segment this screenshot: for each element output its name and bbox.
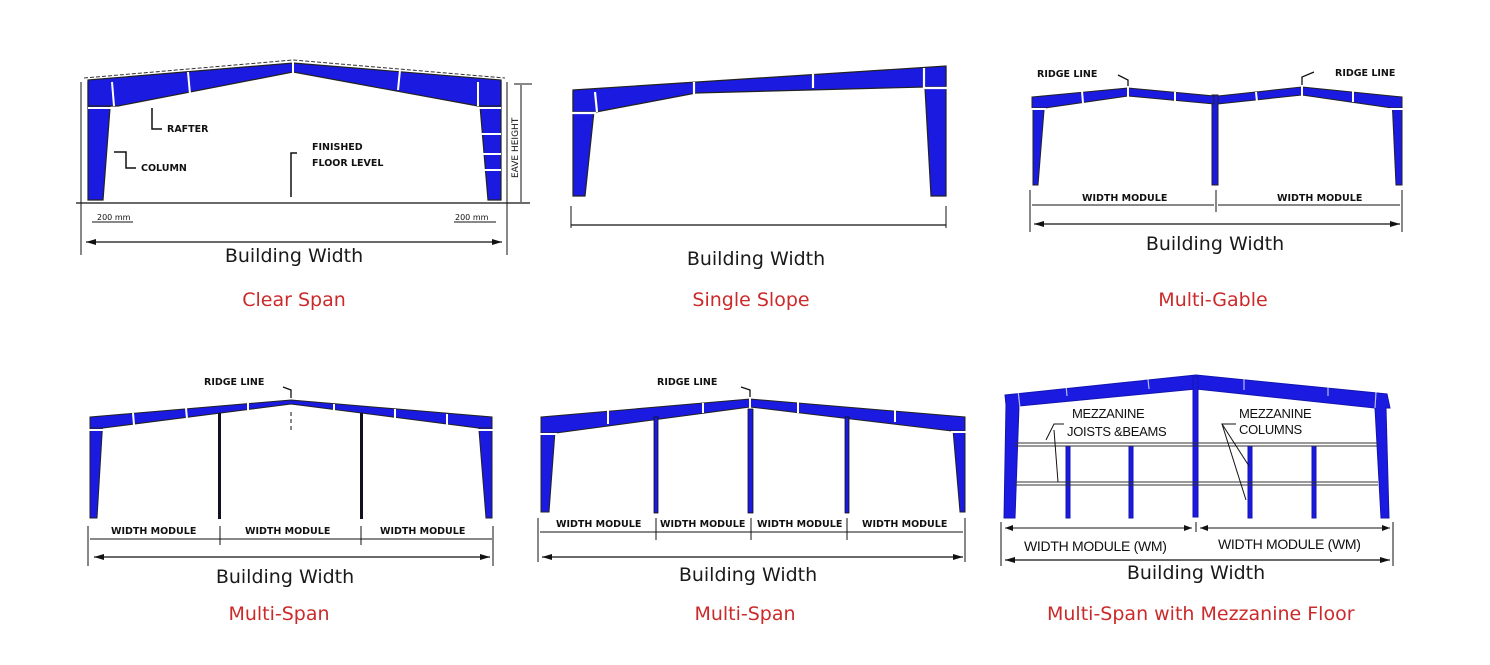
- width-module-label: WIDTH MODULE: [111, 526, 196, 537]
- diagram-caption: Multi-Span: [228, 603, 330, 625]
- diagram-caption: Multi-Span: [694, 603, 796, 625]
- rafter-label: RAFTER: [167, 124, 209, 135]
- diagram-caption: Single Slope: [692, 289, 810, 311]
- width-module-label: WIDTH MODULE: [757, 519, 842, 530]
- clear-span-frame-drawing: 200 mm 200 mm EAVE HEIGHT RAFTER COLUMN …: [76, 59, 532, 255]
- width-module-label: WIDTH MODULE: [380, 526, 465, 537]
- ridge-line-label: RIDGE LINE: [204, 377, 264, 388]
- diagram-clear-span: 200 mm 200 mm EAVE HEIGHT RAFTER COLUMN …: [0, 0, 540, 330]
- offset-right-label: 200 mm: [455, 213, 489, 222]
- finished-floor-label-1: FINISHED: [312, 142, 363, 153]
- offset-left-label: 200 mm: [97, 213, 131, 222]
- building-width-label: Building Width: [224, 245, 364, 267]
- ridge-line-label-right: RIDGE LINE: [1335, 68, 1395, 79]
- ridge-line-label-left: RIDGE LINE: [1037, 69, 1097, 80]
- mezzanine-columns-label-1: MEZZANINE: [1239, 406, 1312, 421]
- ridge-line-label: RIDGE LINE: [657, 377, 717, 388]
- eave-height-label: EAVE HEIGHT: [511, 117, 521, 178]
- diagram-multi-span-3: RIDGE LINE WIDTH MODULE WIDTH MODULE WID…: [0, 0, 540, 665]
- diagram-single-slope: Building Width Single Slope: [0, 0, 990, 330]
- finished-floor-label-2: FLOOR LEVEL: [312, 158, 383, 169]
- mezzanine-joists-label-2: JOISTS &BEAMS: [1067, 424, 1167, 439]
- building-width-label: Building Width: [678, 564, 818, 586]
- multi-span-3-frame-drawing: RIDGE LINE WIDTH MODULE WIDTH MODULE WID…: [87, 377, 494, 566]
- diagram-caption: Multi-Span with Mezzanine Floor: [1047, 603, 1355, 625]
- diagram-caption: Clear Span: [242, 289, 346, 311]
- mezzanine-columns-label-2: COLUMNS: [1239, 422, 1303, 437]
- width-module-label: WIDTH MODULE: [556, 519, 641, 530]
- building-width-label: Building Width: [686, 248, 826, 270]
- diagram-multi-gable: RIDGE LINE RIDGE LINE WIDTH MODULE WIDTH…: [0, 0, 1490, 330]
- single-slope-frame-drawing: [570, 65, 948, 228]
- building-width-label: Building Width: [1126, 562, 1266, 584]
- column-label: COLUMN: [141, 163, 187, 174]
- multi-gable-frame-drawing: RIDGE LINE RIDGE LINE WIDTH MODULE WIDTH…: [1029, 68, 1404, 232]
- multi-span-4-frame-drawing: RIDGE LINE WIDTH MODULE WIDTH MODULE WID…: [537, 377, 966, 562]
- width-module-label: WIDTH MODULE: [660, 519, 745, 530]
- mezzanine-joists-label-1: MEZZANINE: [1072, 406, 1145, 421]
- diagram-multi-span-4: RIDGE LINE WIDTH MODULE WIDTH MODULE WID…: [537, 377, 966, 625]
- building-width-label: Building Width: [1145, 233, 1285, 255]
- width-module-label: WIDTH MODULE (WM): [1024, 538, 1167, 554]
- width-module-label: WIDTH MODULE: [1277, 193, 1362, 204]
- width-module-label: WIDTH MODULE (WM): [1218, 536, 1361, 552]
- width-module-label: WIDTH MODULE: [862, 519, 947, 530]
- building-width-label: Building Width: [215, 566, 355, 588]
- width-module-label: WIDTH MODULE: [1082, 193, 1167, 204]
- width-module-label: WIDTH MODULE: [245, 526, 330, 537]
- diagram-caption: Multi-Gable: [1158, 289, 1268, 311]
